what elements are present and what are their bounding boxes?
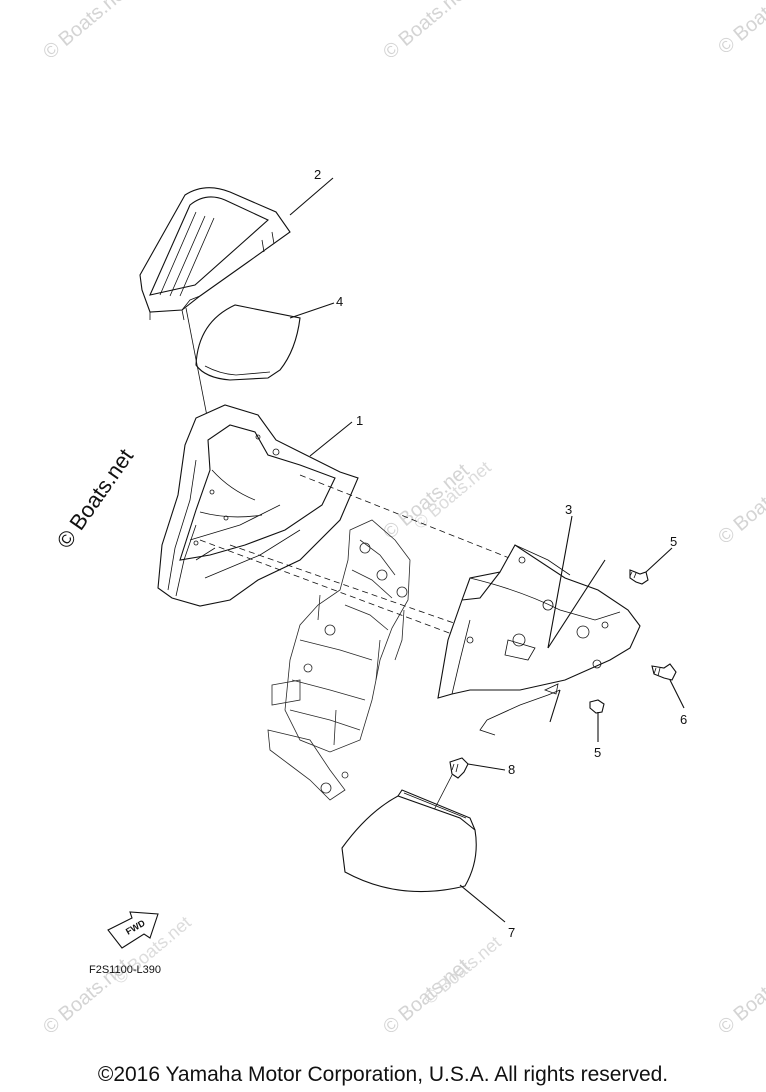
fwd-arrow-icon: FWD xyxy=(107,911,159,949)
callout-5-lower: 5 xyxy=(594,745,601,760)
callout-5-upper: 5 xyxy=(670,534,677,549)
side-watermark: © Boats.net xyxy=(52,444,139,553)
handle-frame-assembly xyxy=(267,519,411,801)
part-7-meter-cover xyxy=(341,789,477,893)
callout-4: 4 xyxy=(336,294,343,309)
watermark: © Boats.net xyxy=(39,0,134,64)
copyright-notice: ©2016 Yamaha Motor Corporation, U.S.A. A… xyxy=(97,1063,669,1086)
part-code: F2S1100-L390 xyxy=(89,964,161,976)
watermark: © Boats.net xyxy=(714,0,766,59)
part-8-screw xyxy=(449,757,469,779)
callout-3: 3 xyxy=(565,502,572,517)
watermark: © Boats.net xyxy=(714,464,766,548)
watermark: © Boats.net xyxy=(420,932,505,1008)
watermark: © Boats.net xyxy=(714,954,766,1038)
watermark: © Boats.net xyxy=(379,0,474,64)
part-1-front-cowling xyxy=(157,404,359,607)
part-2-visor-cover xyxy=(139,187,291,321)
callout-8: 8 xyxy=(508,762,515,777)
part-4-pad xyxy=(195,304,301,381)
part-5-screw-lower xyxy=(589,699,605,714)
part-5-screw-upper xyxy=(629,569,649,585)
callout-6: 6 xyxy=(680,712,687,727)
callout-1: 1 xyxy=(356,413,363,428)
part-3-inner-panel xyxy=(437,544,641,736)
part-6-screw xyxy=(651,663,677,681)
callout-7: 7 xyxy=(508,925,515,940)
callout-2: 2 xyxy=(314,167,321,182)
